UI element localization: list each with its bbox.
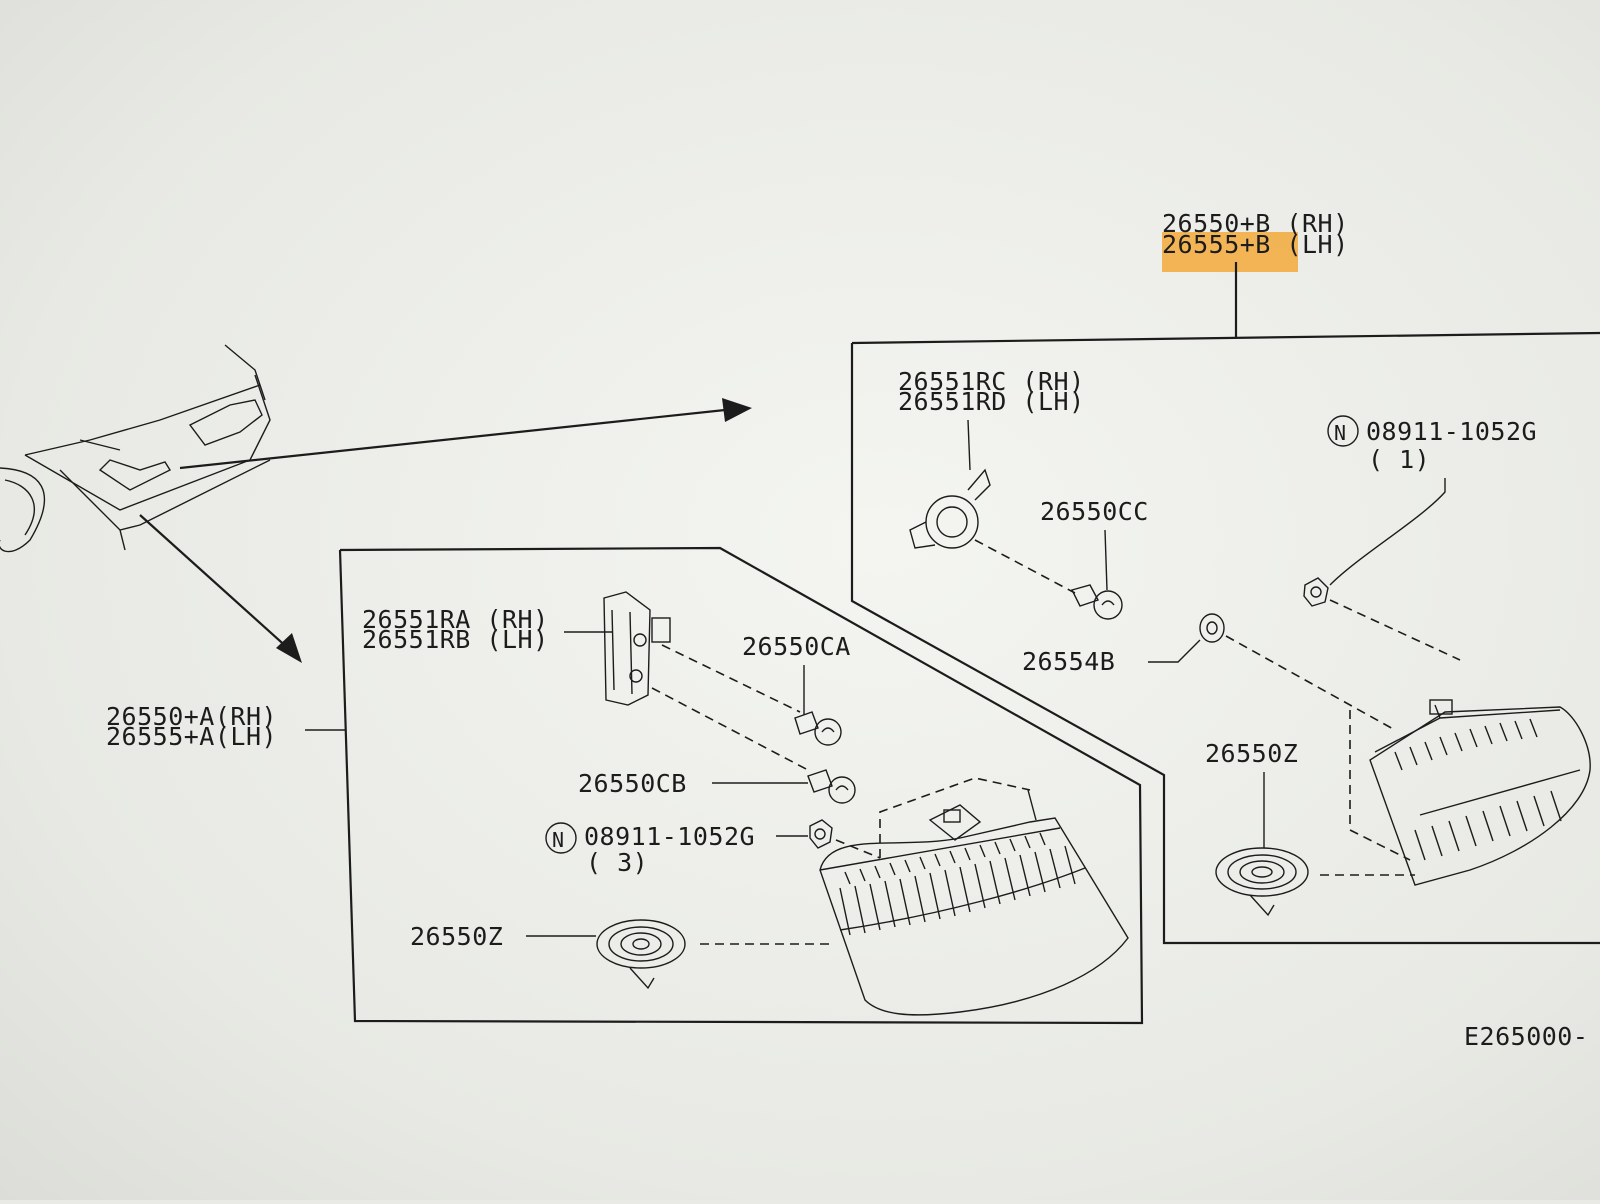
n-symbol-text-bottom: N — [552, 828, 565, 852]
nut-top-illustration — [1303, 577, 1329, 607]
bulb-cb-illustration — [807, 769, 856, 804]
label-gasket-b: 26554B — [1022, 647, 1115, 676]
label-bulb-cb: 26550CB — [578, 769, 687, 798]
nut-bottom-illustration — [809, 819, 833, 849]
n-symbol-icon-bottom — [545, 822, 577, 854]
label-socket-d-lh: 26551RD (LH) — [898, 387, 1085, 416]
label-nut-bottom: 08911-1052G — [584, 822, 755, 851]
arrow-to-rear-combination — [179, 398, 752, 470]
label-assy-b-lh: 26555+B (LH) — [1162, 230, 1349, 259]
arrow-to-side-lamp — [139, 514, 302, 663]
label-nut-top-qty: ( 1) — [1368, 445, 1430, 474]
n-symbol-text: N — [1334, 421, 1347, 445]
label-harness-left: 26550Z — [410, 922, 503, 951]
label-assy-a-lh: 26555+A(LH) — [106, 722, 277, 751]
label-assy-b-rh: 26550+B (RH) — [1162, 209, 1349, 238]
harness-right-illustration — [1215, 847, 1309, 917]
rear-combination-lamp-illustration — [1369, 699, 1591, 886]
label-socket-b-lh: 26551RB (LH) — [362, 625, 549, 654]
label-bulb-cc: 26550CC — [1040, 497, 1149, 526]
label-harness-right: 26550Z — [1205, 739, 1298, 768]
label-bulb-ca: 26550CA — [742, 632, 851, 661]
highlight-marker — [1162, 232, 1298, 272]
harness-left-illustration — [596, 919, 686, 990]
side-lamp-illustration — [819, 777, 1129, 1016]
gasket-b-illustration — [1199, 613, 1225, 643]
figure-code: E265000- — [1464, 1022, 1588, 1051]
socket-left-illustration — [603, 591, 671, 706]
bulb-cc-illustration — [1070, 584, 1123, 620]
label-socket-c-rh: 26551RC (RH) — [898, 367, 1085, 396]
label-socket-a-rh: 26551RA (RH) — [362, 605, 549, 634]
bulb-ca-illustration — [794, 711, 842, 746]
car-front-illustration — [0, 344, 271, 553]
left-assembly-frame — [338, 546, 1144, 1025]
right-assembly-frame — [850, 331, 1600, 945]
n-symbol-icon — [1327, 415, 1359, 447]
label-nut-bottom-qty: ( 3) — [586, 848, 648, 877]
socket-right-illustration — [909, 468, 991, 549]
label-nut-top: 08911-1052G — [1366, 417, 1537, 446]
label-assy-a-rh: 26550+A(RH) — [106, 702, 277, 731]
